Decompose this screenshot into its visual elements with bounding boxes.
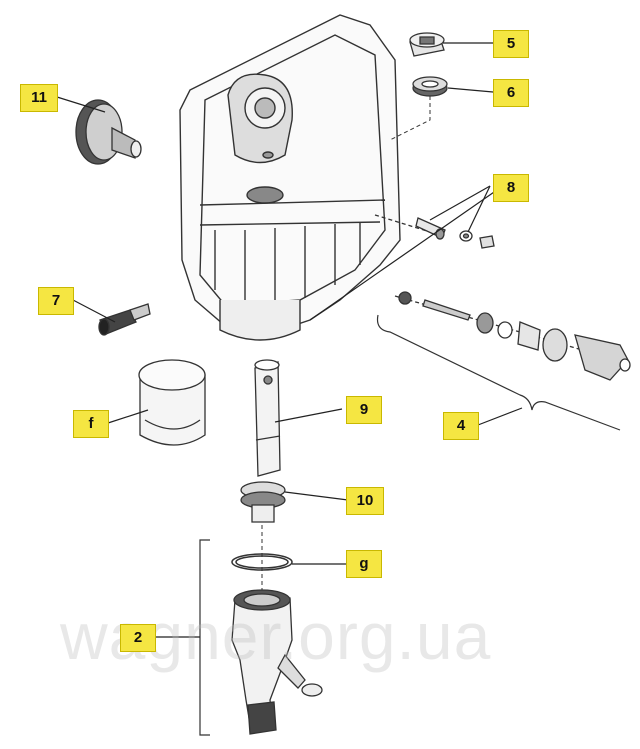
pump-housing: [179, 14, 401, 341]
part-9-rod: [254, 359, 281, 477]
callout-5: 5: [493, 30, 529, 58]
callout-7: 7: [38, 287, 74, 315]
part-7-fitting: [98, 303, 151, 336]
part-4-bracket: [376, 314, 621, 431]
part-6-axis-dashed: [389, 96, 431, 141]
part-11-gear: [75, 99, 142, 165]
leader-lines: [56, 42, 523, 638]
part-10-piston-seal: [240, 481, 286, 523]
callout-11: 11: [20, 84, 58, 112]
part-4-piston-assembly: [394, 291, 631, 381]
callout-8: 8: [493, 174, 529, 202]
part-2-valve-body: [231, 589, 323, 735]
part-5-plug: [409, 32, 445, 57]
callout-g: g: [346, 550, 382, 578]
part-8-pin-set: [374, 214, 495, 249]
callout-9: 9: [346, 396, 382, 424]
part-6-seal: [412, 76, 448, 97]
callout-2: 2: [120, 624, 156, 652]
callout-6: 6: [493, 79, 529, 107]
crank-cam: [227, 73, 293, 164]
callout-10: 10: [346, 487, 384, 515]
callout-4: 4: [443, 412, 479, 440]
callout-f: f: [73, 410, 109, 438]
part-f-cap: [138, 359, 206, 446]
part-g-oring: [231, 553, 293, 571]
part-2-bracket: [199, 539, 210, 736]
